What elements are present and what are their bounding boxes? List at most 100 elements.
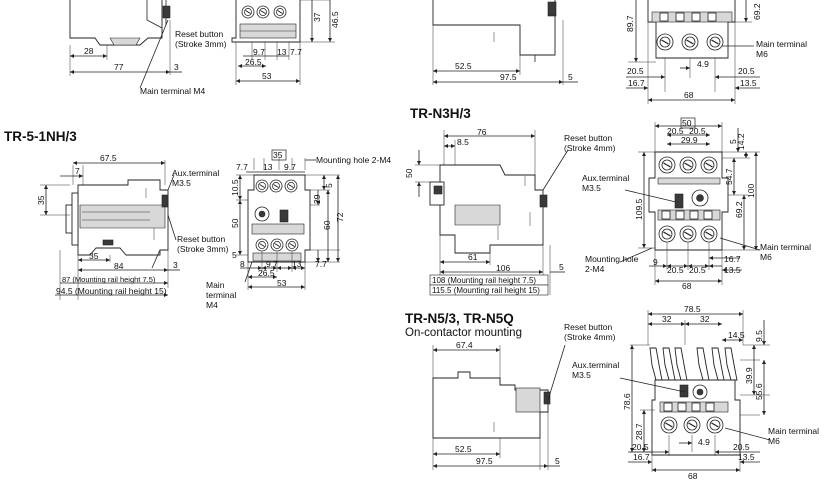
dim-52-5: 52.5 — [455, 444, 472, 454]
label-line: Reset button — [564, 322, 612, 332]
tr5-side-view — [40, 160, 180, 300]
top-right-front-partial — [626, 0, 760, 104]
label-main-terminal-tr5: Main terminal M4 — [206, 280, 239, 310]
dim-26-5: 26.5 — [258, 268, 275, 278]
dim-78-5: 78.5 — [684, 304, 701, 314]
dim-20-5-a: 20.5 — [667, 126, 684, 136]
section-title-trn5: TR-N5/3, TR-N5Q — [405, 311, 514, 326]
dim-78-6: 78.6 — [622, 393, 632, 410]
label-line: Main terminal — [756, 39, 807, 49]
trn3-side-view — [415, 130, 569, 296]
label-line: Main — [206, 280, 225, 290]
dim-55-6: 55.6 — [754, 383, 764, 400]
label-aux-terminal-trn5: Aux.terminal M3.5 — [572, 360, 622, 380]
label-mounting-hole-trn3: Mounting hole 2-M4 — [585, 254, 641, 274]
dim-20-5-left: 20.5 — [632, 442, 649, 452]
dim-52-5: 52.5 — [455, 61, 472, 71]
label-line: (Stroke 3mm) — [175, 39, 227, 49]
label-line: M3.5 — [172, 178, 191, 188]
dim-13-top: 13 — [263, 162, 273, 172]
label-mounting-hole-tr5: Mounting hole 2-M4 — [316, 155, 391, 165]
dim-28-7: 28.7 — [634, 423, 644, 440]
dim-37: 37 — [312, 12, 322, 22]
dim-54-7: 54.7 — [724, 168, 734, 185]
label-line: Reset button — [564, 133, 612, 143]
dim-4-9: 4.9 — [698, 437, 710, 447]
dim-50: 50 — [404, 168, 414, 178]
label-line: M6 — [760, 252, 772, 262]
label-line: Main terminal — [768, 426, 819, 436]
dim-97-5: 97.5 — [476, 456, 493, 466]
dim-10-5: 10.5 — [230, 179, 240, 196]
label-reset-button-tr5: Reset button (Stroke 3mm) — [177, 234, 229, 254]
label-line: M6 — [768, 436, 780, 446]
dim-53: 53 — [262, 71, 272, 81]
dim-7-7-bottom: 7.7 — [315, 259, 327, 269]
dim-9-7-bottom: 9.7 — [266, 259, 278, 269]
dim-29-9: 29.9 — [681, 135, 698, 145]
dim-20-5-left: 20.5 — [627, 66, 644, 76]
dim-50: 50 — [230, 218, 240, 228]
label-line: terminal — [206, 290, 236, 300]
label-line: M3.5 — [572, 370, 591, 380]
dim-77: 77 — [114, 62, 124, 72]
label-line: Aux.terminal — [582, 173, 629, 183]
dim-20-5-b: 20.5 — [689, 126, 706, 136]
label-aux-terminal-tr5: Aux.terminal M3.5 — [172, 168, 222, 188]
dim-13-5: 13.5 — [724, 265, 741, 275]
label-reset-button-trn5: Reset button (Stroke 4mm) — [564, 322, 616, 342]
dim-4-9: 4.9 — [697, 59, 709, 69]
dim-29: 29 — [312, 194, 322, 204]
dim-16-7: 16.7 — [628, 78, 645, 88]
dim-32-b: 32 — [700, 314, 710, 324]
dim-14-2: 14.2 — [736, 133, 746, 150]
dim-108-rail: 108 (Mounting rail height 7.5) — [432, 276, 536, 285]
dim-97-5: 97.5 — [500, 72, 517, 82]
label-line: Aux.terminal — [172, 168, 219, 178]
label-aux-terminal-trn3: Aux.terminal M3.5 — [582, 173, 632, 193]
dim-9-5: 9.5 — [754, 330, 764, 342]
dim-9: 9 — [653, 257, 658, 267]
label-line: 2-M4 — [585, 264, 605, 274]
dim-13-bottom: 13 — [292, 259, 302, 269]
dim-5-bottom: 5 — [232, 250, 237, 260]
dim-5-top: 5 — [324, 183, 334, 188]
dim-13-5: 13.5 — [740, 78, 757, 88]
dim-7-7-top: 7.7 — [236, 162, 248, 172]
dim-39-9: 39.9 — [744, 367, 754, 384]
label-main-terminal-trn5: Main terminal M6 — [768, 426, 821, 446]
label-line: M3.5 — [582, 183, 601, 193]
dim-35-top: 35 — [273, 150, 283, 160]
dim-26-5: 26.5 — [245, 57, 262, 67]
dim-69-2: 69.2 — [752, 3, 762, 20]
dim-13: 13 — [277, 47, 287, 57]
dim-60: 60 — [322, 220, 332, 230]
dim-84: 84 — [114, 261, 124, 271]
label-main-terminal-top-left: Main terminal M4 — [140, 86, 205, 96]
dim-20-5-d: 20.5 — [689, 265, 706, 275]
dim-16-7: 16.7 — [633, 452, 650, 462]
dim-94-5-rail: 94.5 (Mounting rail height 15) — [56, 286, 167, 296]
dim-76: 76 — [477, 127, 487, 137]
dim-16-7: 16.7 — [724, 254, 741, 264]
top-right-side-partial — [432, 0, 578, 85]
dim-7: 7 — [75, 166, 80, 176]
label-line: Reset button — [177, 234, 225, 244]
dim-67-4: 67.4 — [456, 340, 473, 350]
label-line: M4 — [206, 300, 218, 310]
dim-35-vertical: 35 — [36, 195, 46, 205]
dim-53: 53 — [277, 278, 287, 288]
label-reset-button-top-left: Reset button (Stroke 3mm) — [175, 29, 227, 49]
dim-50-top: 50 — [682, 118, 692, 128]
section-title-tr5: TR-5-1NH/3 — [4, 129, 77, 144]
dim-115-5-rail: 115.5 (Mounting rail height 15) — [432, 286, 540, 295]
dim-20-5-right: 20.5 — [738, 66, 755, 76]
dim-100: 100 — [746, 184, 756, 198]
dim-9-7: 9.7 — [253, 47, 265, 57]
trn5-side-view — [432, 344, 566, 470]
label-line: Mounting hole — [585, 254, 639, 264]
dim-5: 5 — [559, 262, 564, 272]
dim-20-5-c: 20.5 — [667, 265, 684, 275]
dim-20-5-right: 20.5 — [733, 442, 750, 452]
